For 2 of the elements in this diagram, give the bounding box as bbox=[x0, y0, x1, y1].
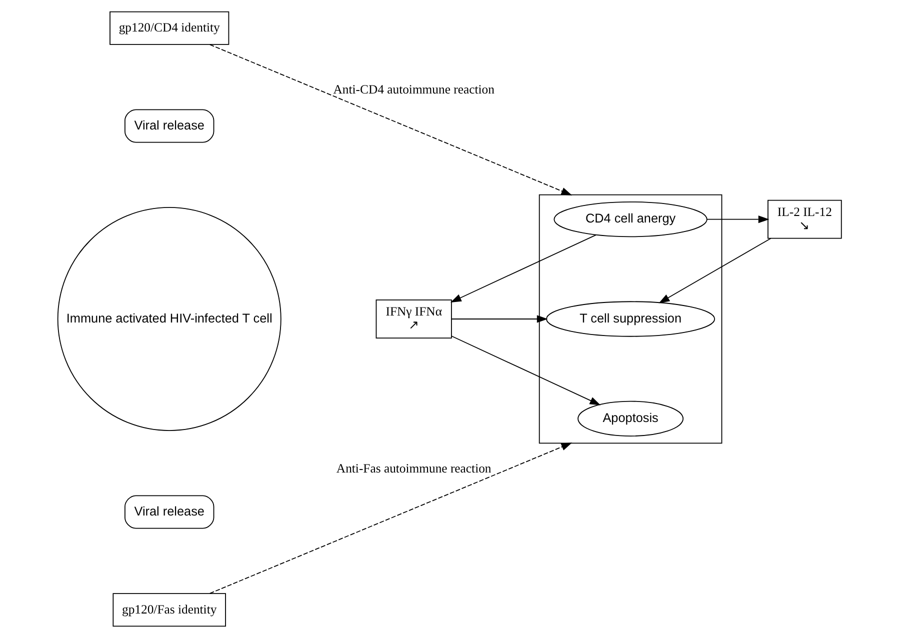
edge-label: Anti-Fas autoimmune reaction bbox=[336, 461, 492, 476]
edge-label: Anti-CD4 autoimmune reaction bbox=[333, 82, 494, 97]
